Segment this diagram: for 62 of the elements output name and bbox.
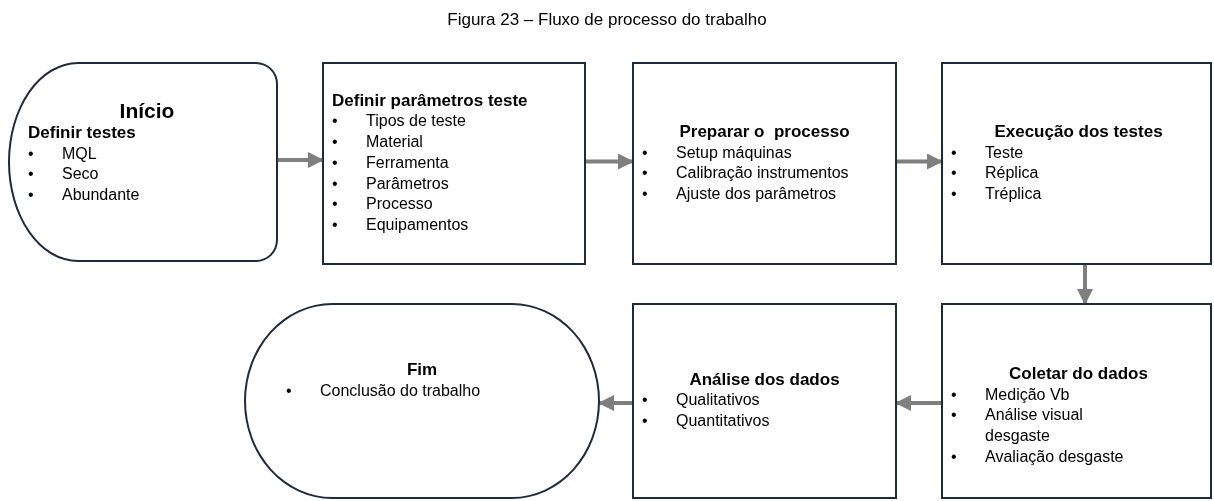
process-box bbox=[632, 62, 897, 265]
bullet-item: Abundante bbox=[62, 185, 141, 206]
arrow bbox=[897, 153, 943, 170]
bullet-item: Material bbox=[366, 132, 424, 153]
bullet-mark: • bbox=[642, 411, 649, 432]
bullet-mark: • bbox=[332, 194, 339, 215]
figure-title: Figura 23 – Fluxo de processo do trabalho bbox=[446, 10, 768, 30]
process-box bbox=[941, 303, 1212, 499]
node-heading: Análise dos dados bbox=[688, 370, 841, 391]
arrow bbox=[278, 152, 324, 168]
bullet-mark: • bbox=[28, 185, 35, 206]
node-heading: Preparar o processo bbox=[678, 122, 851, 143]
bullet-item: Equipamentos bbox=[366, 215, 470, 236]
node-heading: Definir parâmetros teste bbox=[332, 90, 529, 112]
bullet-mark: • bbox=[642, 142, 649, 163]
bullet-item: Tipos de teste bbox=[366, 111, 467, 132]
bullet-item: Medição Vb bbox=[985, 384, 1071, 405]
process-box bbox=[941, 62, 1212, 265]
bullet-item: Réplica bbox=[985, 163, 1040, 184]
bullet-mark: • bbox=[642, 163, 649, 184]
bullet-item: Quantitativos bbox=[676, 411, 771, 432]
bullet-item: Qualitativos bbox=[676, 390, 761, 411]
bullet-item: Avaliação desgaste bbox=[985, 447, 1125, 467]
bullet-mark: • bbox=[951, 142, 958, 163]
bullet-item: Conclusão do trabalho bbox=[320, 380, 482, 401]
arrow bbox=[598, 395, 632, 411]
node-heading: Definir testes bbox=[28, 123, 137, 144]
bullet-item: Processo bbox=[366, 194, 434, 215]
bullet-item: Tréplica bbox=[985, 184, 1043, 205]
bullet-mark: • bbox=[642, 390, 649, 411]
node-heading: Execução dos testes bbox=[993, 122, 1164, 143]
process-box bbox=[632, 303, 897, 499]
bullet-mark: • bbox=[332, 173, 339, 194]
bullet-mark: • bbox=[332, 111, 339, 132]
bullet-mark: • bbox=[951, 447, 958, 467]
node-heading: Fim bbox=[405, 360, 439, 381]
bullet-mark: • bbox=[28, 143, 35, 164]
bullet-mark: • bbox=[951, 163, 958, 184]
arrow bbox=[586, 153, 634, 170]
bullet-item: Setup máquinas bbox=[676, 142, 793, 163]
bullet-item: Ajuste dos parâmetros bbox=[676, 184, 838, 205]
terminal-shape bbox=[8, 62, 278, 262]
bullet-mark: • bbox=[28, 164, 35, 185]
bullet-item: MQL bbox=[62, 143, 98, 164]
process-box bbox=[322, 62, 586, 265]
bullet-mark: • bbox=[642, 184, 649, 205]
arrow bbox=[1077, 265, 1093, 305]
bullet-mark: • bbox=[951, 405, 958, 426]
bullet-item: Ferramenta bbox=[366, 152, 450, 173]
node-heading: Coletar do dados bbox=[1008, 364, 1149, 385]
bullet-mark: • bbox=[286, 380, 293, 401]
bullet-item: Calibração instrumentos bbox=[676, 163, 850, 184]
bullet-item: Teste bbox=[985, 142, 1025, 163]
bullet-mark: • bbox=[332, 215, 339, 236]
bullet-mark: • bbox=[951, 184, 958, 205]
bullet-item: Análise visual desgaste bbox=[985, 405, 1084, 447]
bullet-mark: • bbox=[332, 152, 339, 173]
bullet-item: Parâmetros bbox=[366, 173, 450, 194]
bullet-mark: • bbox=[951, 384, 958, 405]
bullet-mark: • bbox=[332, 132, 339, 153]
node-heading: Início bbox=[118, 98, 176, 124]
bullet-item: Seco bbox=[62, 164, 100, 185]
